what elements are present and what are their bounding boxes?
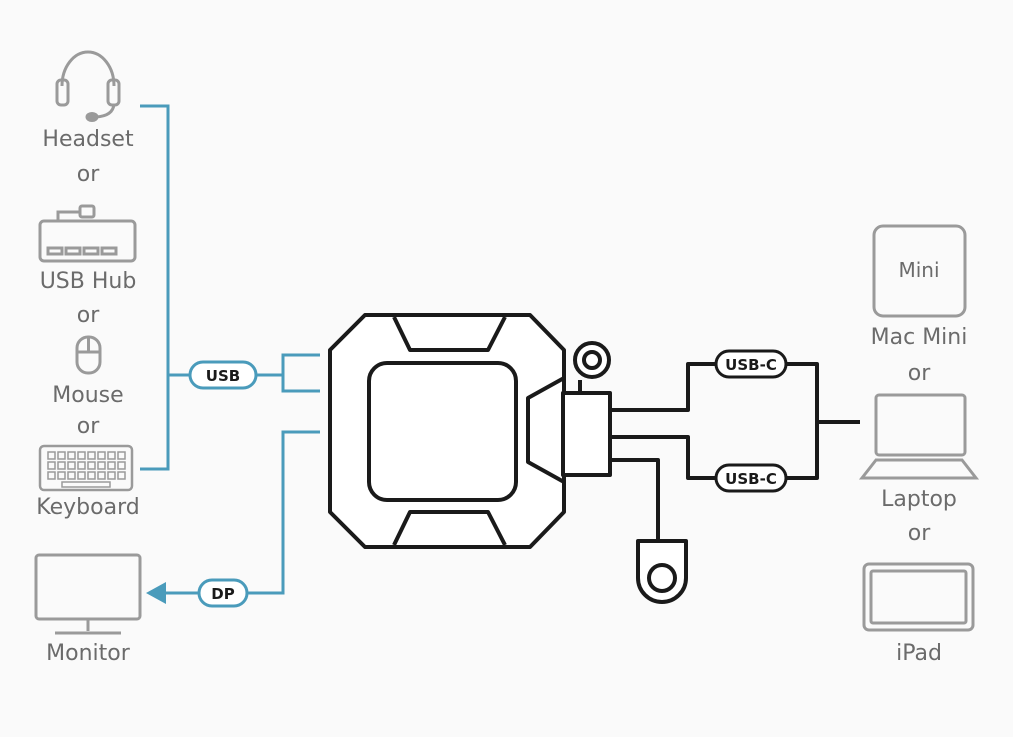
keyboard-key <box>57 461 66 470</box>
keyboard-key <box>117 451 126 460</box>
keyboard-key <box>77 461 86 470</box>
keyboard-key <box>47 451 56 460</box>
usb-hub-label: USB Hub <box>40 269 137 294</box>
laptop-label: Laptop <box>881 487 957 512</box>
usb-c-connector-badge-bottom: USB-C <box>714 463 788 493</box>
usb-c-badge-label: USB-C <box>725 356 777 374</box>
usb-connector-badge: USB <box>188 360 258 390</box>
keyboard-key <box>107 451 116 460</box>
laptop-icon <box>858 393 980 480</box>
kvm-switch-device <box>328 313 566 549</box>
dp-arrow-icon <box>146 582 166 604</box>
mac-mini-icon: Mini <box>872 224 967 318</box>
usb-hub-icon <box>38 204 137 263</box>
or-label: or <box>77 303 100 328</box>
or-label: or <box>908 361 931 386</box>
keyboard-key <box>47 471 56 480</box>
monitor-label: Monitor <box>46 641 131 666</box>
ipad-label: iPad <box>896 641 942 666</box>
monitor-icon <box>34 553 142 635</box>
keyboard-key <box>67 461 76 470</box>
keyboard-key <box>87 471 96 480</box>
ipad-icon <box>862 562 975 632</box>
headset-icon <box>55 50 121 122</box>
keyboard-key <box>77 471 86 480</box>
keyboard-key <box>107 461 116 470</box>
dp-cable <box>162 430 320 595</box>
keyboard-icon <box>38 444 134 492</box>
keyboard-key <box>77 451 86 460</box>
keyboard-spacebar <box>61 481 111 488</box>
keyboard-key <box>117 471 126 480</box>
or-label: or <box>77 414 100 439</box>
keyboard-key <box>97 451 106 460</box>
mac-mini-screen-text: Mini <box>898 258 939 282</box>
usb-c-badge-label: USB-C <box>725 470 777 488</box>
keyboard-key <box>107 471 116 480</box>
dp-connector-badge: DP <box>197 578 249 608</box>
keyboard-key <box>97 461 106 470</box>
usb-cable <box>140 104 320 471</box>
usb-c-connector-badge-top: USB-C <box>714 349 788 379</box>
keyboard-label: Keyboard <box>36 495 139 520</box>
keyboard-key <box>97 471 106 480</box>
keyboard-key <box>67 471 76 480</box>
headset-label: Headset <box>42 127 134 152</box>
or-label: or <box>77 162 100 187</box>
mouse-icon <box>75 335 102 375</box>
mouse-label: Mouse <box>52 383 123 408</box>
keyboard-key <box>57 451 66 460</box>
usb-badge-label: USB <box>206 367 240 385</box>
keyboard-key <box>67 451 76 460</box>
keyboard-key <box>87 451 96 460</box>
keyboard-key <box>117 461 126 470</box>
keyboard-key <box>47 461 56 470</box>
keyboard-key <box>87 461 96 470</box>
device-cable-assembly <box>561 341 860 604</box>
keyboard-key <box>57 471 66 480</box>
mac-mini-label: Mac Mini <box>871 325 968 350</box>
dp-badge-label: DP <box>211 585 234 603</box>
or-label: or <box>908 521 931 546</box>
